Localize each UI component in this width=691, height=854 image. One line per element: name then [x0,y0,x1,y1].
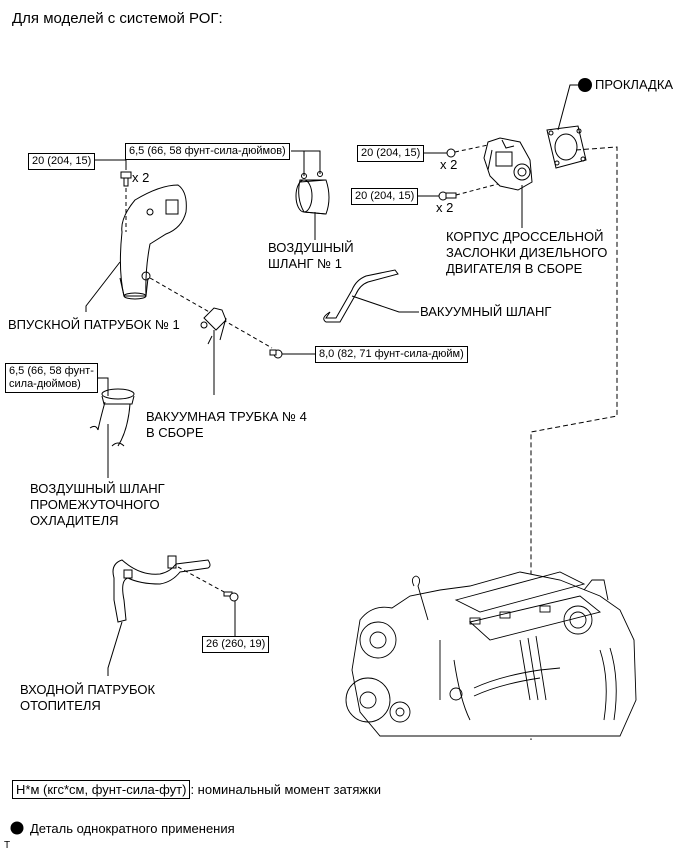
heater-bolt-drawing [223,591,239,602]
torque-intercooler-clamp: 6,5 (66, 58 фунт- сила-дюймов) [5,363,98,393]
vacuum-hose-drawing [323,269,399,323]
throttle-nut-drawing [446,148,456,158]
torque-throttle-nut: 20 (204, 15) [357,145,425,162]
torque-intake-bolt: 20 (204, 15) [28,153,96,170]
engine-drawing [345,571,637,737]
torque-throttle-bolt: 20 (204, 15) [351,188,419,205]
label-air-hose-1: ВОЗДУШНЫЙ ШЛАНГ № 1 [268,240,354,271]
legend-non-reusable: Деталь однократного применения [30,821,235,836]
intercooler-clamp-leader [95,377,109,396]
footer-mark: T [4,840,11,851]
label-vacuum-tube-4: ВАКУУМНАЯ ТРУБКА № 4 В СБОРЕ [146,409,307,440]
gasket-leader-line [557,84,579,131]
label-intercooler-hose: ВОЗДУШНЫЙ ШЛАНГ ПРОМЕЖУТОЧНОГО ОХЛАДИТЕЛ… [30,481,165,528]
torque-air-hose-clamp: 6,5 (66, 58 фунт-сила-дюймов) [125,143,290,160]
air-hose-1-drawing [295,171,330,215]
legend-non-reusable-icon [10,821,24,835]
throttle-bolt-drawing [438,191,457,201]
gasket-drawing [546,125,587,169]
heater-inlet-drawing [112,555,211,623]
legend-torque-desc: : номинальный момент затяжки [190,782,382,797]
intake-bolt-drawing [120,171,132,187]
legend-torque: Н*м (кгс*см, фунт-сила-фут): номинальный… [12,780,382,799]
intake-pipe-1-drawing [119,184,187,300]
intake-pipe-1-leader-line [85,261,121,312]
torque-vacuum-tube-bolt: 8,0 (82, 71 фунт-сила-дюйм) [315,346,468,363]
torque-heater-bolt: 26 (260, 19) [202,636,270,653]
air-hose-clamp-leader [291,150,321,174]
label-vacuum-hose: ВАКУУМНЫЙ ШЛАНГ [420,304,552,319]
label-gasket: ПРОКЛАДКА [595,77,674,92]
legend-torque-unit: Н*м (кгс*см, фунт-сила-фут) [12,780,191,799]
heater-inlet-leader-line [107,621,123,676]
label-intake-pipe-1: ВПУСКНОЙ ПАТРУБОК № 1 [8,317,180,332]
count-throttle-nut: x 2 [440,157,458,172]
count-intake-bolt: x 2 [132,170,150,185]
gasket-alignment-line [530,146,618,740]
label-throttle-body: КОРПУС ДРОССЕЛЬНОЙ ЗАСЛОНКИ ДИЗЕЛЬНОГО Д… [446,229,608,276]
page-title: Для моделей с системой РОГ: [12,10,223,27]
intake-bolt-leader [88,159,127,170]
vacuum-hose-leader-line [351,295,419,313]
label-heater-inlet: ВХОДНОЙ ПАТРУБОК ОТОПИТЕЛЯ [20,682,156,713]
vacuum-tube-4-drawing [200,307,227,345]
count-throttle-bolt: x 2 [436,200,454,215]
intercooler-hose-drawing [89,388,135,447]
throttle-body-drawing [483,137,533,191]
non-reusable-marker-icon [578,78,592,92]
vacuum-tube-bolt-drawing [269,349,283,359]
